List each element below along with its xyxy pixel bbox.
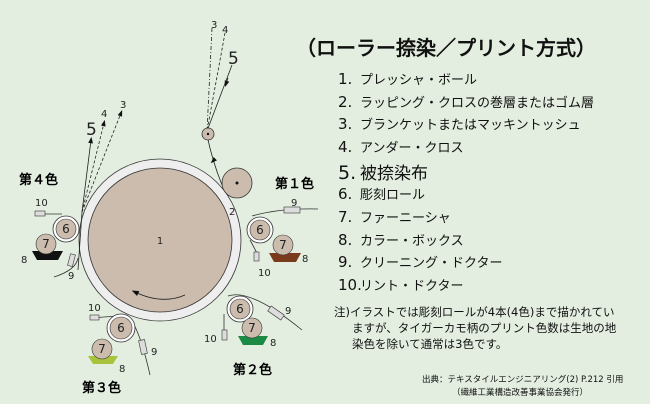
legend-num: 3. [338,115,353,134]
svg-text:1: 1 [157,236,163,247]
station-3 [88,313,151,376]
source-citation: 出典：テキスタイルエンジニアリング(2) P.212 引用 （繊維工業構造改善事… [422,374,623,400]
svg-text:10: 10 [88,303,101,314]
svg-text:10: 10 [258,268,271,279]
legend-item: 2. ラッピング・クロスの巻層またはゴム層 [338,92,594,115]
svg-text:8: 8 [21,255,27,266]
svg-text:10: 10 [35,198,48,209]
legend-item: 10.リント・ドクター [338,275,594,298]
legend-item: 4. アンダー・クロス [338,137,594,160]
legend-text: ラッピング・クロスの巻層またはゴム層 [360,95,595,111]
legend-num: 4. [338,137,353,156]
svg-text:第４色: 第４色 [19,172,58,188]
legend-item: 3. ブランケットまたはマッキントッシュ [338,114,594,137]
note-line: ますが、タイガーカモ柄のプリント色数は生地の地 [352,321,617,335]
legend-num: 10. [338,275,362,294]
svg-text:9: 9 [151,347,157,358]
legend-item: 1. プレッシャ・ボール [338,69,594,92]
page-title: （ローラー捺染／プリント方式） [296,36,596,60]
svg-text:10: 10 [204,334,217,345]
legend-num: 5. [338,162,357,185]
legend-text: リント・ドクター [360,278,464,294]
svg-text:9: 9 [68,271,74,282]
note: 注)イラストでは彫刻ロールが4本(4色)まで描かれてい ますが、タイガーカモ柄の… [334,304,616,352]
svg-text:第１色: 第１色 [275,176,314,192]
station-4 [32,210,80,278]
legend-num: 7. [338,207,353,226]
pressure-drum [78,158,242,322]
legend-item: 5.被捺染布 [338,159,594,184]
svg-text:6: 6 [117,321,125,335]
legend-text: 被捺染布 [360,164,428,185]
legend-text: アンダー・クロス [360,140,464,156]
source-line: （繊維工業構造改善事業協会発行） [452,388,589,398]
svg-text:第２色: 第２色 [233,362,272,378]
note-line: 注)イラストでは彫刻ロールが4本(4色)まで描かれてい [334,305,615,319]
legend-text: カラー・ボックス [360,233,464,249]
legend-item: 8. カラー・ボックス [338,230,594,253]
station-2 [221,294,303,345]
svg-text:6: 6 [236,302,244,316]
fabric-exit-left [77,110,123,271]
legend-item: 9. クリーニング・ドクター [338,252,594,275]
svg-text:8: 8 [302,254,308,265]
legend-num: 2. [338,92,353,111]
nip-roll [221,167,253,199]
diagram-numbers: 1 2 3 4 5 3 4 5 6 7 8 9 10 6 7 8 9 10 6 … [21,20,308,375]
guide-roll [201,127,215,141]
legend-num: 8. [338,230,353,249]
legend-text: 彫刻ロール [360,188,426,204]
station-1 [246,206,319,262]
svg-text:4: 4 [101,109,107,120]
svg-text:9: 9 [285,306,291,317]
legend-text: クリーニング・ドクター [360,256,503,272]
svg-text:7: 7 [98,342,106,356]
legend-item: 7. ファーニーシャ [338,207,594,230]
legend-num: 6. [338,185,353,204]
source-line: 出典：テキスタイルエンジニアリング(2) P.212 引用 [422,375,624,385]
station-labels: 第１色 第２色 第３色 第４色 [19,172,314,396]
svg-text:6: 6 [256,223,264,237]
svg-text:2: 2 [229,207,235,218]
svg-text:8: 8 [270,338,276,349]
legend-item: 6. 彫刻ロール [338,184,594,207]
legend-num: 9. [338,253,353,272]
svg-text:第３色: 第３色 [82,380,121,396]
svg-text:7: 7 [42,237,50,251]
svg-text:7: 7 [279,238,287,252]
svg-text:8: 8 [119,364,125,375]
svg-text:4: 4 [222,25,228,36]
svg-text:3: 3 [211,20,217,31]
svg-text:3: 3 [120,100,126,111]
legend-text: プレッシャ・ボール [360,73,478,88]
legend-text: ブランケットまたはマッキントッシュ [360,118,581,134]
legend-num: 1. [338,70,353,88]
note-line: 染色を除いて通常は3色です。 [352,337,508,351]
svg-text:6: 6 [62,222,70,236]
svg-text:5: 5 [228,49,239,69]
svg-text:5: 5 [86,120,97,140]
svg-text:9: 9 [291,198,297,209]
legend-list: 1. プレッシャ・ボール 2. ラッピング・クロスの巻層またはゴム層 3. ブランケッ… [338,69,594,297]
legend-text: ファーニーシャ [360,210,451,226]
svg-text:7: 7 [248,321,256,335]
